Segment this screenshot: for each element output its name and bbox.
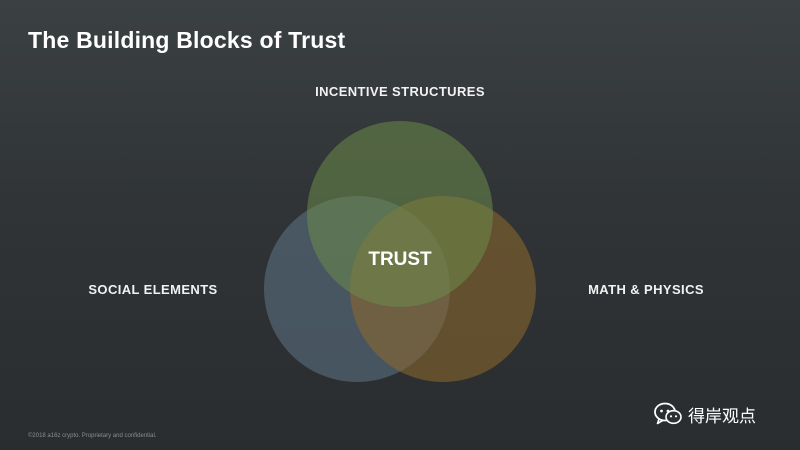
watermark-text: 得岸观点 [688, 406, 756, 427]
slide-title: The Building Blocks of Trust [28, 27, 346, 53]
watermark: 得岸观点 [654, 400, 784, 428]
circle-incentive-structures [307, 121, 493, 307]
wechat-icon [654, 402, 682, 425]
footer-copyright: ©2018 a16z crypto. Proprietary and confi… [28, 433, 157, 439]
label-math-physics: MATH & PHYSICS [588, 282, 704, 297]
label-social-elements: SOCIAL ELEMENTS [88, 282, 218, 297]
label-trust: TRUST [368, 249, 432, 270]
label-incentive-structures: INCENTIVE STRUCTURES [315, 84, 485, 99]
